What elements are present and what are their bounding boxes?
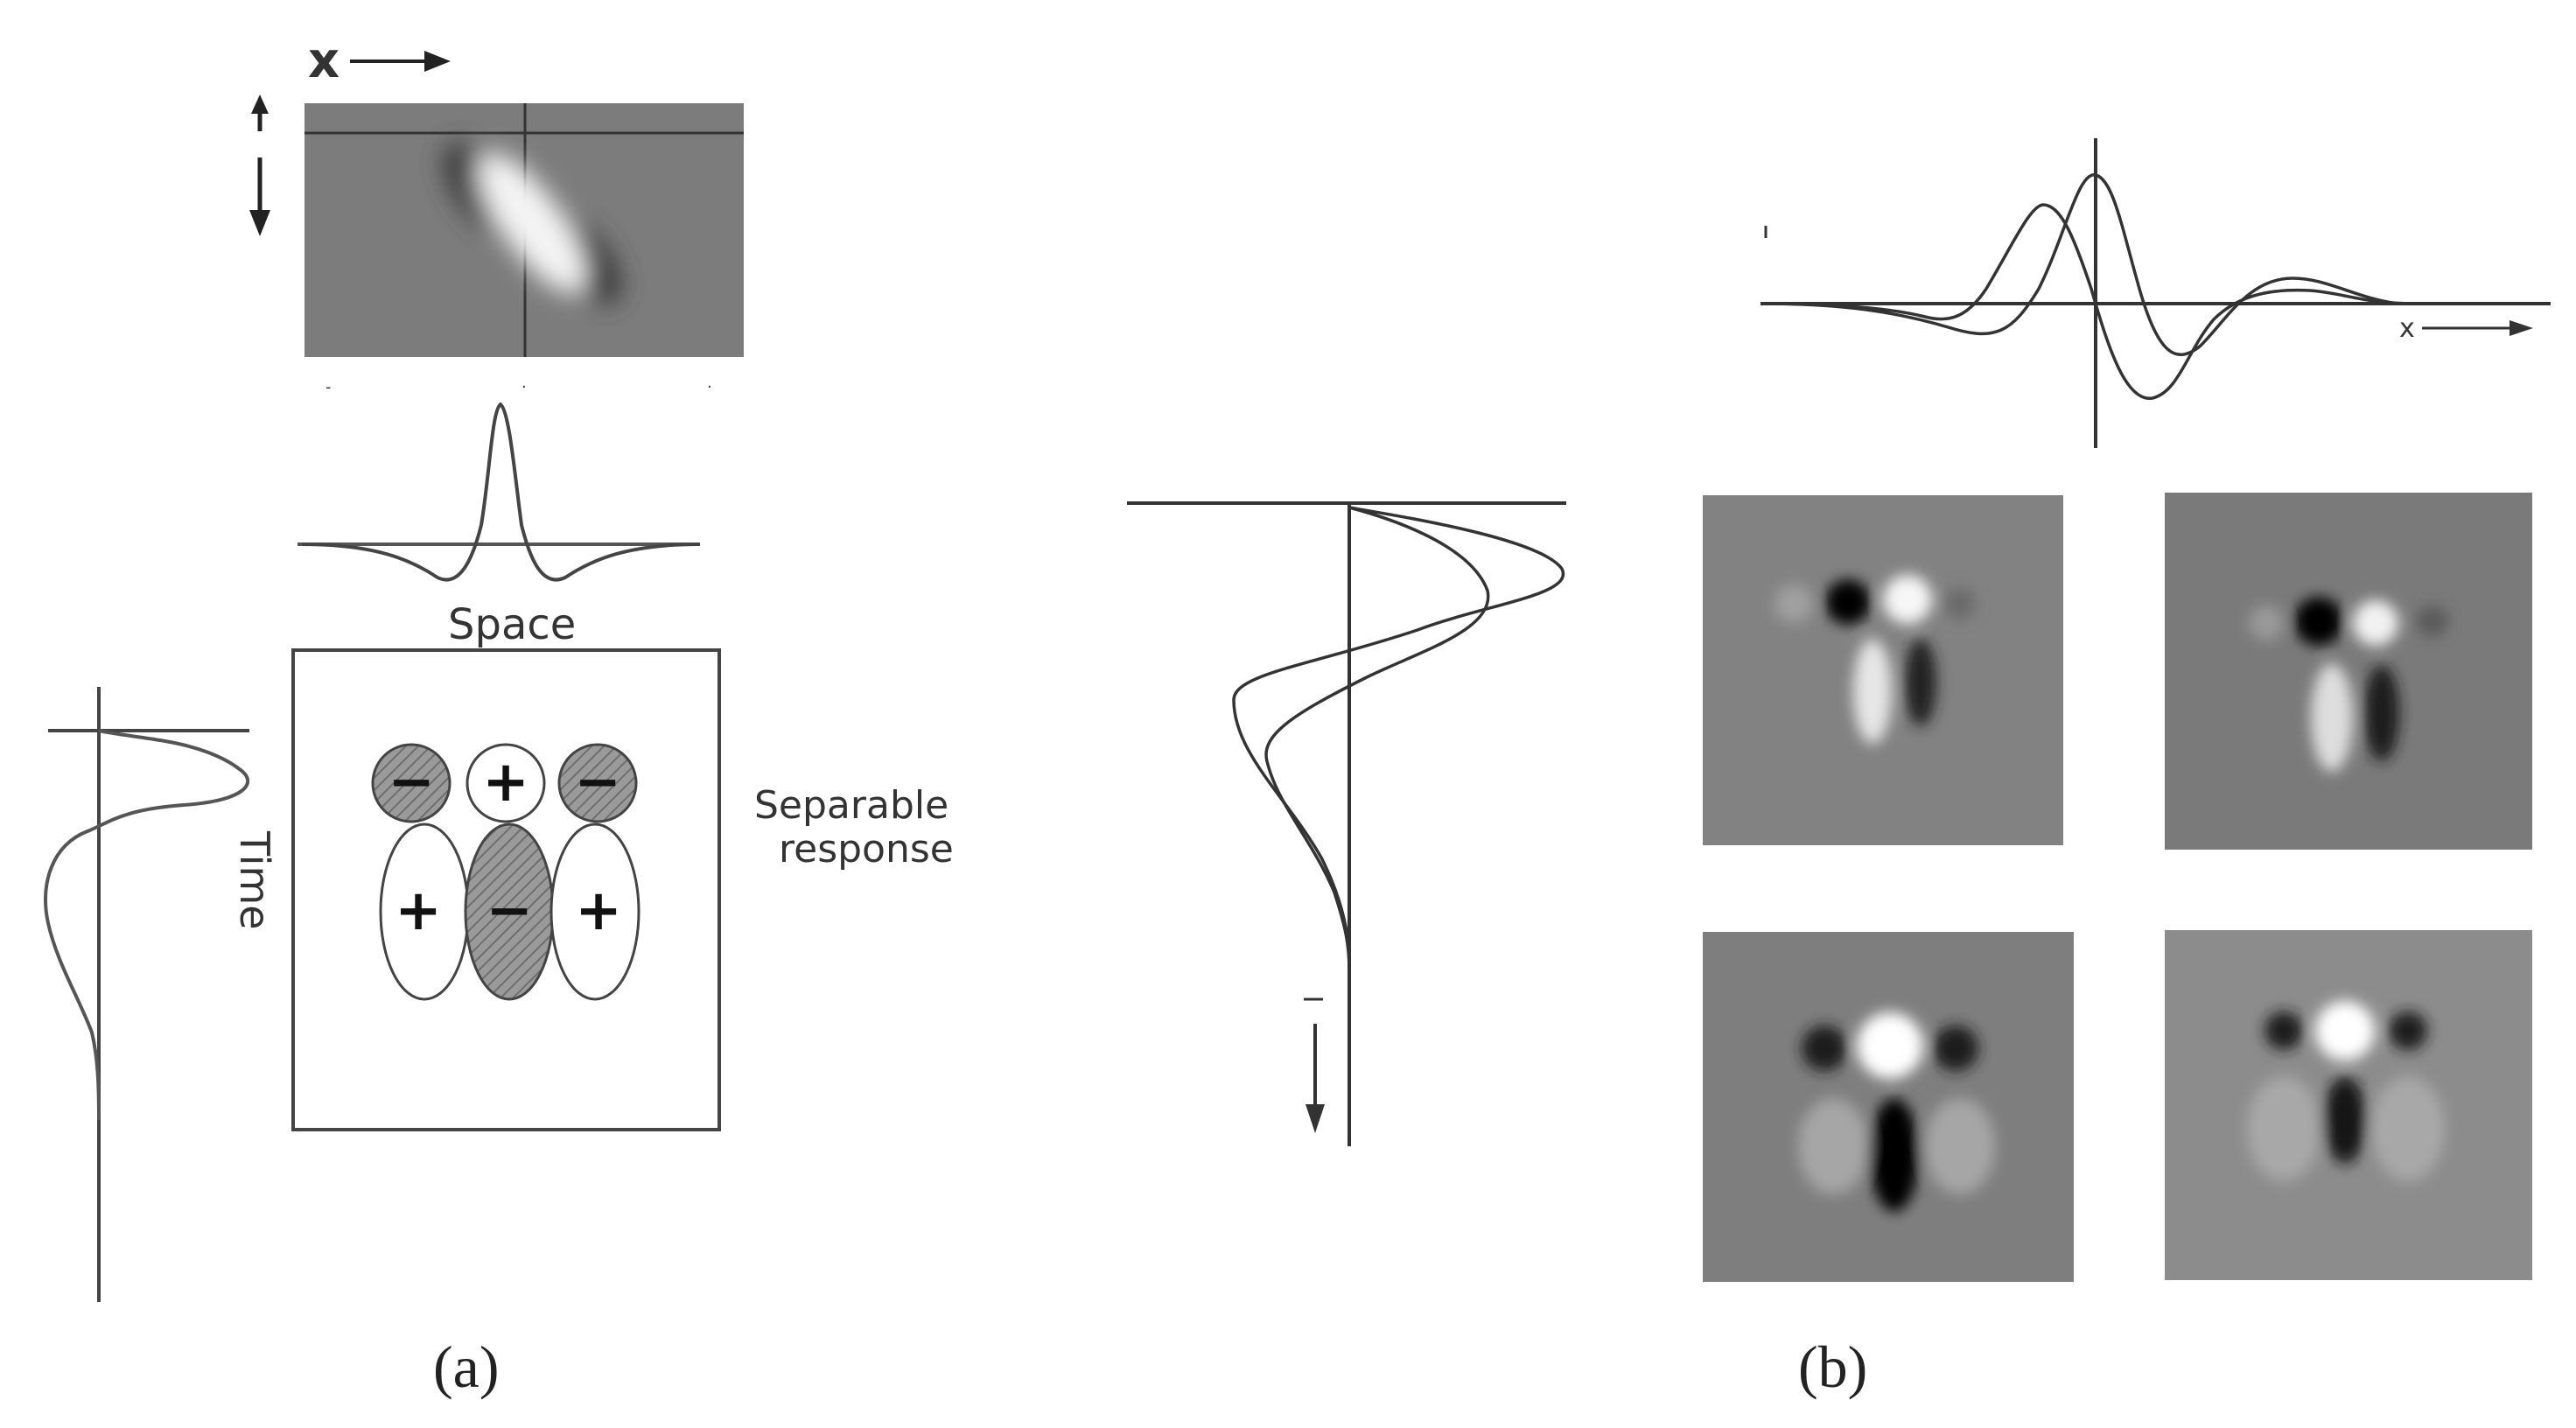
- panel-a-time-label: Time: [231, 830, 278, 930]
- top-center-lobe: [466, 743, 546, 823]
- top-right-sign: −: [574, 750, 621, 815]
- panel-b-rf-image-1: [1703, 495, 2063, 845]
- svg-text:·: ·: [522, 378, 527, 396]
- panel-b-rf-image-2: [2165, 493, 2532, 850]
- panel-a-x-axis: x: [308, 32, 451, 89]
- panel-b-caption: (b): [1798, 1334, 1867, 1400]
- top-left-sign: −: [388, 750, 435, 815]
- panel-b-temporal-profiles: [1127, 501, 1566, 1146]
- svg-text:-: -: [326, 378, 332, 396]
- panel-a-receptive-field-image: - · ·: [304, 103, 744, 396]
- top-left-lobe: [371, 743, 452, 823]
- panel-b-rf-image-4: [2165, 930, 2532, 1280]
- arrow-down-icon: [249, 210, 270, 236]
- bottom-right-lobe: [550, 822, 640, 1001]
- arrow-right-icon: [424, 51, 451, 72]
- panel-a-caption: (a): [433, 1334, 499, 1400]
- svg-text:·: ·: [707, 378, 712, 396]
- panel-a-spatial-profile: Space: [298, 402, 701, 649]
- top-center-sign: +: [482, 750, 529, 815]
- panel-a-temporal-profile: Time: [44, 687, 278, 1302]
- panel-a-separable-box: − + − + − +: [291, 648, 721, 1131]
- panel-b-rf-image-3: [1703, 932, 2074, 1282]
- panel-b-spatial-profiles: x: [1760, 138, 2551, 448]
- arrow-right-icon: [2510, 320, 2533, 336]
- arrow-up-icon: [251, 94, 269, 114]
- separable-label-line2: response: [779, 827, 954, 872]
- arrow-down-icon: [1306, 1104, 1325, 1133]
- panel-b: x: [1127, 138, 2551, 1400]
- bottom-right-sign: +: [575, 878, 622, 943]
- bottom-left-sign: +: [395, 878, 442, 943]
- panel-a-x-label: x: [308, 32, 340, 89]
- bottom-center-sign: −: [486, 878, 533, 943]
- panel-a-time-arrows: [249, 94, 270, 236]
- panel-a-response-label: Separable response: [754, 783, 954, 872]
- separable-label-line1: Separable: [754, 783, 948, 828]
- panel-a: x - · ·: [44, 32, 954, 1400]
- panel-b-x-label: x: [2399, 313, 2415, 344]
- panel-a-space-label: Space: [448, 600, 576, 649]
- top-right-lobe: [557, 743, 638, 823]
